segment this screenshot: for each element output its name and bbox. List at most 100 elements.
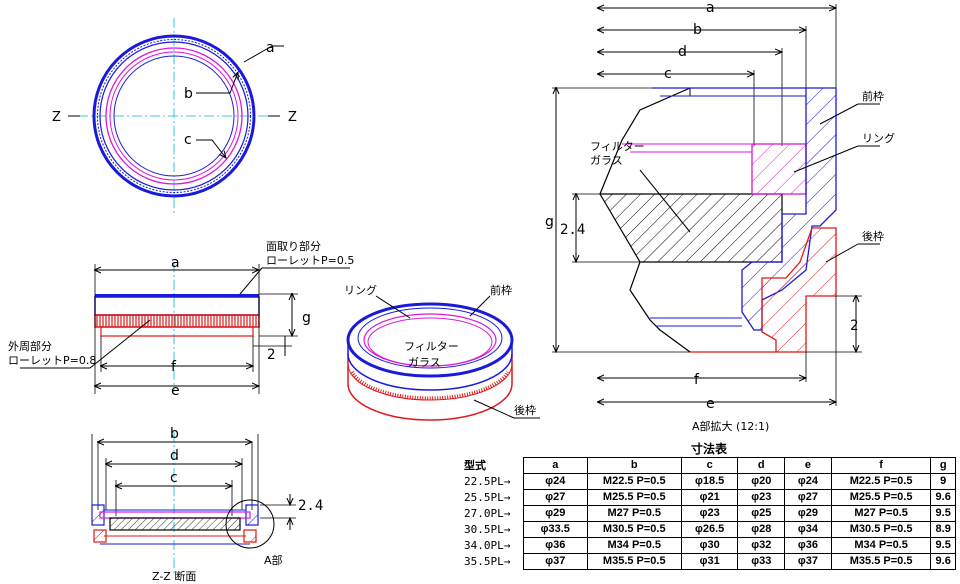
iso-filter-glass-label-2: ガラス xyxy=(408,356,441,369)
cell-e: φ29 xyxy=(784,505,832,522)
cell-c: φ21 xyxy=(680,489,739,506)
model-cell: 22.5PL→ xyxy=(464,475,511,488)
detail-label-2: 2 xyxy=(850,318,858,334)
chamfer-pitch-label: ローレットP=0.5 xyxy=(266,254,354,267)
cell-b: M35.5 P=0.5 xyxy=(586,553,682,570)
detail-label-e: e xyxy=(706,396,715,412)
top-label-z-left: Z xyxy=(52,110,61,125)
side-label-e: e xyxy=(171,383,180,399)
detail-label-c: c xyxy=(664,66,672,82)
cell-f: M35.5 P=0.5 xyxy=(830,553,932,570)
section-label-d: d xyxy=(170,448,179,464)
cell-a: φ36 xyxy=(522,537,588,554)
section-label-2-4: 2.4 xyxy=(298,498,323,514)
detail-label-2-4: 2.4 xyxy=(560,222,585,238)
cell-d: φ33 xyxy=(737,553,786,570)
cell-c: φ18.5 xyxy=(680,473,739,490)
detail-filter-glass-label-2: ガラス xyxy=(590,154,623,167)
top-label-c: c xyxy=(184,132,192,148)
iso-filter-glass-label-1: フィルター xyxy=(404,340,459,353)
col-header-g: g xyxy=(930,457,956,474)
cell-a: φ33.5 xyxy=(522,521,588,538)
cell-c: φ26.5 xyxy=(680,521,739,538)
cell-g: 9.5 xyxy=(930,537,956,554)
cell-d: φ32 xyxy=(737,537,786,554)
cell-a: φ24 xyxy=(522,473,588,490)
iso-rear-frame-label: 後枠 xyxy=(514,403,536,417)
col-header-c: c xyxy=(680,457,739,474)
detail-filter-glass-label-1: フィルター xyxy=(590,140,645,153)
cell-d: φ20 xyxy=(737,473,786,490)
detail-title: A部拡大 (12:1) xyxy=(692,419,769,433)
cell-b: M22.5 P=0.5 xyxy=(586,473,682,490)
top-view: a b c Z Z xyxy=(52,18,297,214)
detail-ring-label: リング xyxy=(862,131,895,145)
cell-d: φ23 xyxy=(737,489,786,506)
iso-front-frame-label: 前枠 xyxy=(490,283,512,297)
cell-b: M34 P=0.5 xyxy=(586,537,682,554)
table-header-row: 型式 a b c d e f g xyxy=(462,457,956,474)
cell-d: φ25 xyxy=(737,505,786,522)
section-view: b d c 2.4 A部 Z-Z 断面 xyxy=(91,426,323,583)
model-header: 型式 xyxy=(464,459,486,472)
cell-g: 9.6 xyxy=(930,489,956,506)
cell-g: 9.6 xyxy=(930,553,956,570)
top-label-b: b xyxy=(184,86,193,102)
isometric-view: リング 前枠 フィルター ガラス 後枠 xyxy=(344,283,540,421)
cell-e: φ37 xyxy=(784,553,832,570)
cell-f: M22.5 P=0.5 xyxy=(830,473,932,490)
outer-pitch-label: ローレットP=0.8 xyxy=(8,354,96,367)
model-cell: 25.5PL→ xyxy=(464,491,511,504)
cell-f: M30.5 P=0.5 xyxy=(830,521,932,538)
side-view: a f e g 2 面取り部分 ローレットP=0.5 外周部分 ローレットP=0… xyxy=(8,239,354,399)
cell-e: φ27 xyxy=(784,489,832,506)
cell-f: M27 P=0.5 xyxy=(830,505,932,522)
col-header-d: d xyxy=(737,457,786,474)
cell-b: M30.5 P=0.5 xyxy=(586,521,682,538)
col-header-f: f xyxy=(830,457,932,474)
cell-e: φ24 xyxy=(784,473,832,490)
col-header-b: b xyxy=(586,457,682,474)
detail-front-frame-label: 前枠 xyxy=(862,89,884,103)
cell-a: φ29 xyxy=(522,505,588,522)
cell-c: φ30 xyxy=(680,537,739,554)
detail-view: a b d c g 2.4 2 f e 前枠 リング 後枠 フィルター ガラス … xyxy=(545,0,895,433)
cell-f: M25.5 P=0.5 xyxy=(830,489,932,506)
side-label-2: 2 xyxy=(267,347,275,363)
cell-c: φ23 xyxy=(680,505,739,522)
section-label-b: b xyxy=(170,426,179,442)
detail-label-f: f xyxy=(694,372,700,388)
table-title: 寸法表 xyxy=(690,442,727,456)
cell-a: φ27 xyxy=(522,489,588,506)
cell-b: M27 P=0.5 xyxy=(586,505,682,522)
col-header-a: a xyxy=(522,457,588,474)
iso-ring-label: リング xyxy=(344,283,377,297)
section-title: Z-Z 断面 xyxy=(152,569,196,583)
top-label-z-right: Z xyxy=(288,110,297,125)
section-detail-a-label: A部 xyxy=(264,553,283,567)
cell-a: φ37 xyxy=(522,553,588,570)
chamfer-knurl-label: 面取り部分 xyxy=(266,239,321,253)
top-label-a: a xyxy=(266,40,275,56)
cell-d: φ28 xyxy=(737,521,786,538)
cell-f: M34 P=0.5 xyxy=(830,537,932,554)
cell-g: 9 xyxy=(930,473,956,490)
detail-label-d: d xyxy=(678,44,687,60)
outer-knurl-label: 外周部分 xyxy=(8,339,52,353)
detail-rear-frame-label: 後枠 xyxy=(862,229,884,243)
model-cell: 27.0PL→ xyxy=(464,507,511,520)
cell-e: φ34 xyxy=(784,521,832,538)
model-cell: 35.5PL→ xyxy=(464,555,511,568)
cell-g: 8.9 xyxy=(930,521,956,538)
cell-b: M25.5 P=0.5 xyxy=(586,489,682,506)
detail-label-a: a xyxy=(706,0,715,16)
